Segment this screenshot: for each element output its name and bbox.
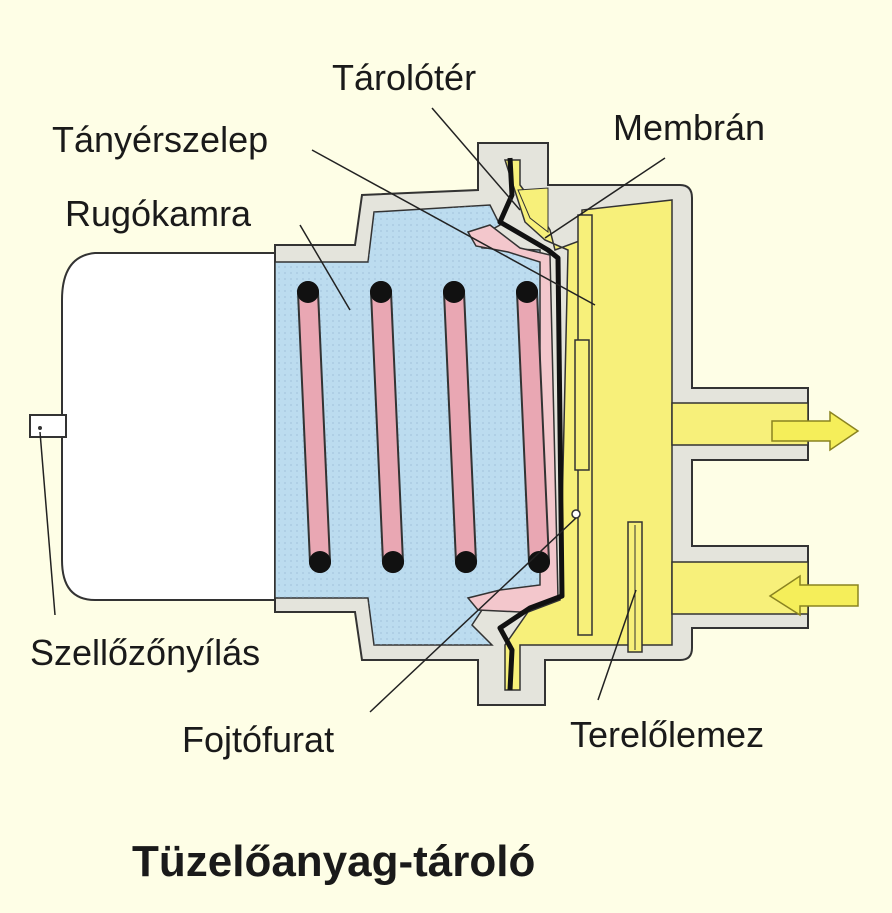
label-tarolo-ter: Tárolótér [332,57,476,98]
label-terelolemez: Terelőlemez [570,714,764,755]
diagram-title: Tüzelőanyag-tároló [132,837,535,886]
label-tanyerszelep: Tányérszelep [52,119,268,160]
arrow-left-icon [768,574,859,617]
vent-stub [29,414,67,438]
check-valve [574,339,590,471]
label-rugokamra: Rugókamra [65,193,252,234]
leader-lines [39,107,666,713]
label-szellozonyilas: Szellőzőnyílás [30,632,260,673]
diaphragm [497,157,565,691]
label-fojtofurat: Fojtófurat [182,719,334,760]
vent-hole [38,426,42,430]
throttle-bore [571,509,581,519]
label-membran: Membrán [613,107,765,148]
springs [297,281,550,573]
housing-cap [61,252,275,601]
storage-space [517,187,549,234]
arrow-right-icon [771,410,860,452]
spring-chamber-texture [275,205,548,645]
